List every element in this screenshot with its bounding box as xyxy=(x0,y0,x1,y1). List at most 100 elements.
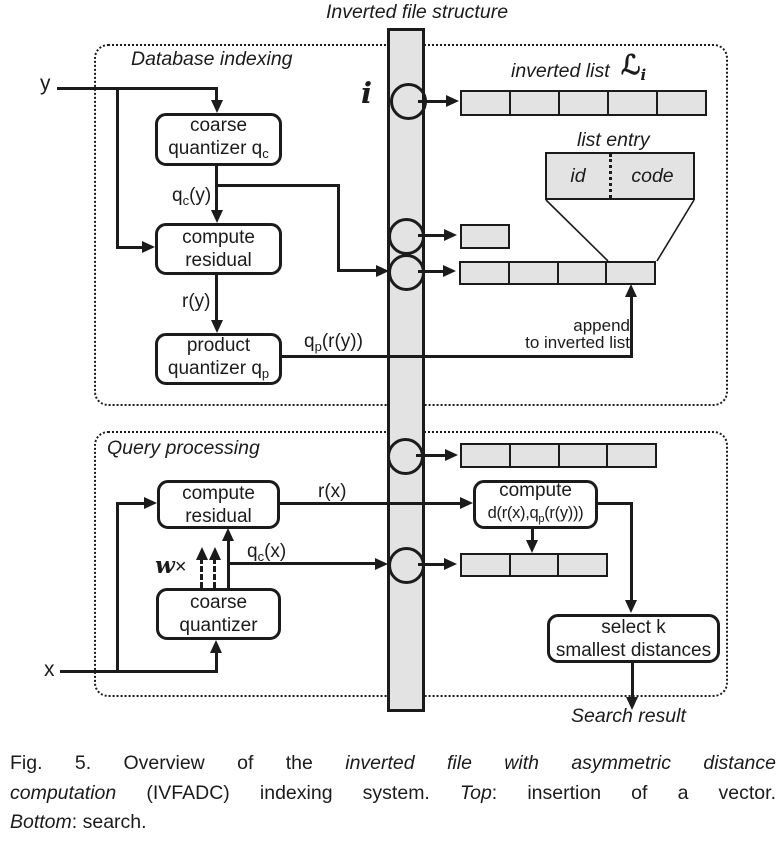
caption-line-1: Fig. 5. Overview of the inverted file wi… xyxy=(10,752,776,774)
query-bottom-bar xyxy=(460,553,608,577)
x-branch-line-2 xyxy=(116,502,145,505)
compute-residual-query-box: compute residual xyxy=(157,480,280,529)
qnode2-out-line xyxy=(418,563,445,566)
node-circle-db-2 xyxy=(388,254,425,291)
node2-out-arrowhead xyxy=(443,265,456,277)
query-processing-label: Query processing xyxy=(107,437,260,459)
product-quantizer-box: product quantizer qp xyxy=(155,333,282,385)
coarse-quantizer-query-line2: quantizer xyxy=(179,615,258,636)
qc-branch-line-2 xyxy=(337,184,340,272)
product-quantizer-line2: quantizer qp xyxy=(167,357,270,381)
pq-output-line xyxy=(282,355,633,358)
product-quantizer-line1: product xyxy=(186,334,251,356)
inverted-list-label: inverted list xyxy=(511,60,610,82)
x-to-residual-arrowhead xyxy=(144,497,157,509)
y-input-line xyxy=(57,87,218,90)
list-entry-code-cell: code xyxy=(609,154,693,198)
node1-out-arrowhead xyxy=(444,229,457,241)
list-cell xyxy=(509,92,558,114)
inverted-list-bar xyxy=(460,90,707,116)
list-entry-box: id code xyxy=(545,152,695,200)
append-line xyxy=(630,296,633,358)
list-cell xyxy=(462,226,508,247)
coarse-quantizer-query-line1: coarse xyxy=(189,592,248,613)
dashed-arrowhead-2 xyxy=(209,547,221,560)
w-times-label: w× xyxy=(155,552,187,579)
y-to-coarse-line xyxy=(215,87,218,103)
list-cell xyxy=(462,445,509,466)
database-indexing-label: Database indexing xyxy=(131,48,293,70)
compute-residual-db-line1: compute xyxy=(182,227,255,248)
figure-caption: Fig. 5. Overview of the inverted file wi… xyxy=(10,749,776,838)
compute-residual-query-line1: compute xyxy=(182,482,255,504)
compute-residual-query-line2: residual xyxy=(185,505,252,527)
i-to-list-line xyxy=(418,100,448,103)
qc-x-label: qc(x) xyxy=(247,541,287,564)
x-to-coarse-line xyxy=(215,653,218,673)
dashed-arrow-line-1 xyxy=(200,558,203,588)
qcoarse-up-arrowhead xyxy=(222,528,234,541)
distance-down-arrowhead xyxy=(526,540,538,553)
i-to-list-arrowhead xyxy=(446,95,459,107)
y-branch-line xyxy=(116,87,119,248)
coarse-to-residual-line xyxy=(215,165,218,212)
qnode1-out-arrowhead xyxy=(445,449,458,461)
input-y-label: y xyxy=(40,72,51,95)
coarse-quantizer-db-line1: coarse xyxy=(189,115,248,136)
append-arrowhead xyxy=(625,284,637,297)
coarse-quantizer-db-box: coarse quantizer qc xyxy=(155,113,282,166)
list-cell xyxy=(557,555,606,575)
x-input-line xyxy=(60,670,218,673)
qcx-arrowhead xyxy=(375,558,388,570)
qnode1-out-line xyxy=(416,454,446,457)
list-cell xyxy=(656,92,705,114)
diagram-title: Inverted file structure xyxy=(325,1,509,23)
y-to-residual-arrowhead xyxy=(142,241,155,253)
list-cell xyxy=(606,445,655,466)
list-cell xyxy=(462,555,509,575)
compute-distance-box: compute d(r(x),qp(r(y))) xyxy=(473,480,598,529)
list-cell xyxy=(462,92,509,114)
index-i-label: i xyxy=(361,76,373,110)
select-k-line2: smallest distances xyxy=(555,639,712,661)
qc-to-node-arrowhead xyxy=(376,265,389,277)
list-cell xyxy=(508,445,558,466)
coarse-quantizer-db-line2: quantizer qc xyxy=(168,138,269,161)
coarse-quantizer-query-box: coarse quantizer xyxy=(156,588,281,640)
compute-distance-line1: compute xyxy=(499,479,572,501)
list-entry-label: list entry xyxy=(577,129,650,151)
r-x-label: r(x) xyxy=(318,481,347,502)
rx-line xyxy=(280,502,461,505)
distance-down-line xyxy=(531,529,534,542)
qnode2-out-arrowhead xyxy=(444,558,457,570)
rx-arrowhead xyxy=(460,497,473,509)
r-y-label: r(y) xyxy=(182,291,211,312)
query-top-bar xyxy=(460,443,657,468)
compute-residual-db-line2: residual xyxy=(185,250,252,271)
distance-to-select-arrowhead xyxy=(625,600,637,613)
qc-y-label: qc(y) xyxy=(172,185,212,208)
qc-branch-line-3 xyxy=(337,269,378,272)
y-branch-line-2 xyxy=(116,246,144,249)
x-branch-line xyxy=(116,503,119,673)
qcx-line xyxy=(227,562,377,565)
coarse-to-residual-arrowhead xyxy=(211,210,223,223)
select-k-out-line xyxy=(631,663,634,699)
caption-line-2: computation (IVFADC) indexing system. To… xyxy=(10,781,776,804)
caption-line-3: Bottom: search. xyxy=(10,811,147,833)
distance-out-line-2 xyxy=(630,502,633,602)
input-x-label: x xyxy=(44,658,55,681)
list-cell xyxy=(607,92,656,114)
inverted-file-bar xyxy=(387,28,425,712)
x-to-coarse-arrowhead xyxy=(210,640,222,653)
list-cell xyxy=(605,263,654,283)
dashed-arrow-line-2 xyxy=(213,558,216,588)
residual-to-pq-arrowhead xyxy=(211,320,223,333)
qp-ry-label: qp(r(y)) xyxy=(304,331,363,354)
search-result-label: Search result xyxy=(571,705,686,727)
list-cell xyxy=(558,92,607,114)
select-k-box: select k smallest distances xyxy=(547,614,720,663)
node-circle-query-2 xyxy=(388,547,425,584)
inverted-list-symbol: ℒi xyxy=(621,50,647,84)
